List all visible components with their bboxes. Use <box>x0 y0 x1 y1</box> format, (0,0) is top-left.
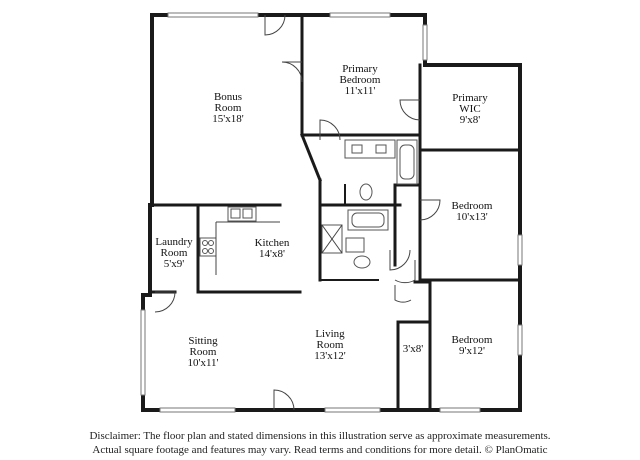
windows <box>140 12 523 413</box>
room-living-name-1: Living <box>315 328 345 340</box>
room-bedroom-mid-dims: 10'x13' <box>456 211 487 223</box>
room-kitchen-dims: 14'x8' <box>259 248 285 260</box>
disclaimer: Disclaimer: The floor plan and stated di… <box>0 429 640 457</box>
room-primary-wic-dims: 9'x8' <box>460 114 480 126</box>
room-laundry-name-1: Laundry <box>155 236 193 248</box>
room-primary-bedroom-name-1: Primary <box>342 63 378 75</box>
room-labels: Bonus Room 15'x18' Primary Bedroom 11'x1… <box>155 63 493 369</box>
room-primary-wic-name-1: Primary <box>452 92 488 104</box>
room-laundry-dims: 5'x9' <box>164 258 184 270</box>
room-bedroom-lower-name: Bedroom <box>452 334 493 346</box>
room-bonus-dims: 15'x18' <box>212 113 243 125</box>
room-bedroom-mid-name: Bedroom <box>452 200 493 212</box>
room-primary-wic-name-2: WIC <box>459 103 480 115</box>
door-swings <box>154 14 441 411</box>
room-bonus-name-1: Bonus <box>214 91 242 103</box>
fixtures <box>199 139 418 275</box>
room-sitting-name-1: Sitting <box>188 335 218 347</box>
room-primary-bedroom-name-2: Bedroom <box>340 74 381 86</box>
room-laundry-name-2: Room <box>161 247 188 259</box>
room-living-dims: 13'x12' <box>314 350 345 362</box>
room-sitting-name-2: Room <box>190 346 217 358</box>
room-primary-bedroom-dims: 11'x11' <box>345 85 376 97</box>
disclaimer-line-2: Actual square footage and features may v… <box>92 444 548 456</box>
room-bedroom-lower-dims: 9'x12' <box>459 345 485 357</box>
room-living-name-2: Room <box>317 339 344 351</box>
room-kitchen-name: Kitchen <box>255 237 290 249</box>
room-bonus-name-2: Room <box>215 102 242 114</box>
room-closet-dims: 3'x8' <box>403 343 423 355</box>
room-sitting-dims: 10'x11' <box>187 357 218 369</box>
disclaimer-line-1: Disclaimer: The floor plan and stated di… <box>89 430 551 442</box>
